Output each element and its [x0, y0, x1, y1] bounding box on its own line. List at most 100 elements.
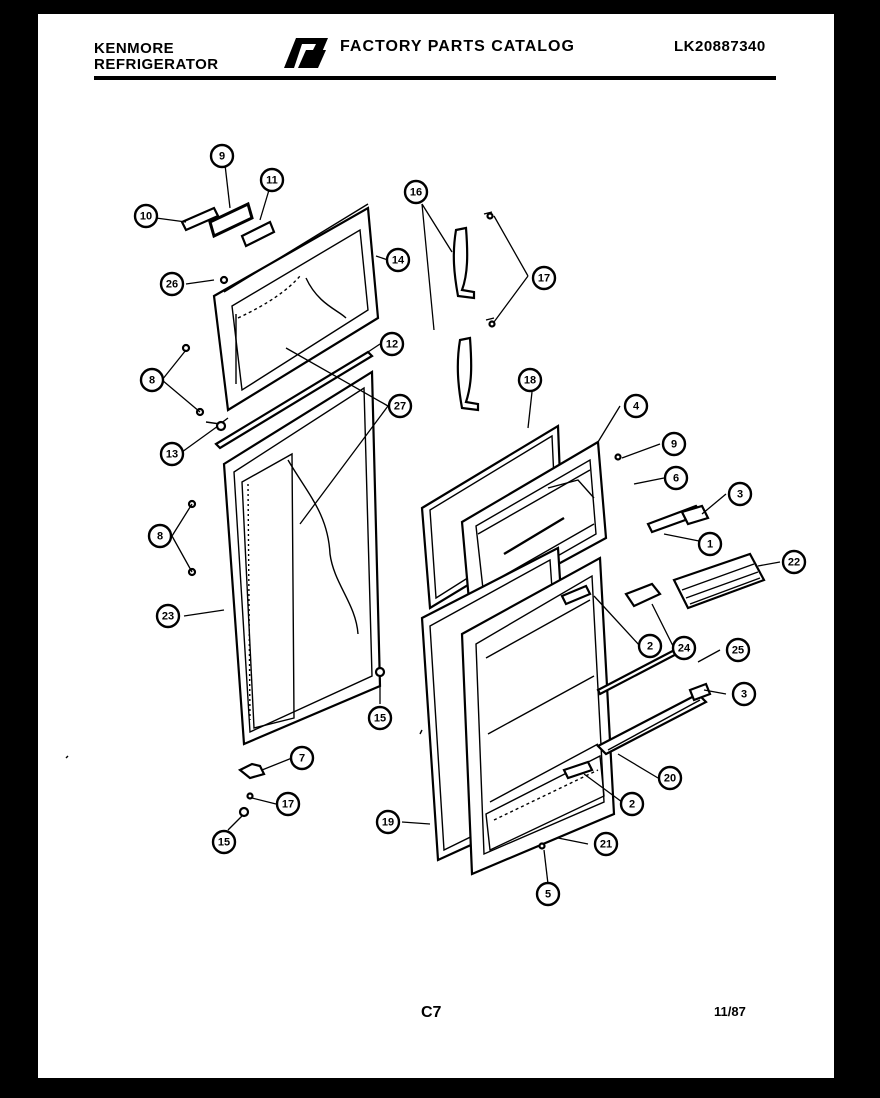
callout-number: 16	[410, 187, 422, 199]
callout-circle	[403, 179, 429, 205]
callout-number: 7	[299, 753, 305, 765]
callout-circle	[367, 705, 393, 731]
callout-circle	[275, 791, 301, 817]
callout-circle	[155, 603, 181, 629]
callout-number: 11	[266, 175, 278, 187]
part-callout-1: 1	[697, 531, 723, 557]
door-handles	[452, 211, 496, 412]
callout-circle	[139, 367, 165, 393]
part-callout-10: 10	[133, 203, 159, 229]
part-callout-23: 23	[155, 603, 181, 629]
callout-number: 8	[149, 375, 155, 387]
part-callout-27: 27	[387, 393, 413, 419]
part-callout-3: 3	[731, 681, 757, 707]
part-callout-8: 8	[139, 367, 165, 393]
callout-number: 6	[673, 473, 679, 485]
freezer-door-shelf	[646, 504, 710, 534]
part-callout-17: 17	[531, 265, 557, 291]
callout-circle	[133, 203, 159, 229]
callout-circle	[375, 809, 401, 835]
bottom-hinge-assembly	[237, 762, 266, 818]
freezer-nameplate-parts	[180, 201, 276, 248]
shelf-retainer-screw	[419, 453, 622, 850]
page-mark	[65, 755, 69, 759]
callout-number: 8	[157, 531, 163, 543]
exploded-parts-diagram: 9111014268131227823157171516171849631222…	[65, 143, 807, 907]
brand-name: KENMORE	[94, 40, 175, 57]
callout-number: 25	[732, 645, 744, 657]
part-callout-24: 24	[671, 635, 697, 661]
callout-circle	[517, 367, 543, 393]
callout-circle	[781, 549, 807, 575]
part-callout-6: 6	[663, 465, 689, 491]
part-callout-15: 15	[211, 829, 237, 855]
part-callout-4: 4	[623, 393, 649, 419]
callout-number: 12	[386, 339, 398, 351]
callout-number: 20	[664, 773, 676, 785]
part-callout-3: 3	[727, 481, 753, 507]
callout-number: 14	[392, 255, 405, 267]
callout-circle	[727, 481, 753, 507]
callout-number: 26	[166, 279, 178, 291]
callout-circle	[159, 271, 185, 297]
callout-number: 9	[671, 439, 677, 451]
callout-circle	[379, 331, 405, 357]
catalog-page: KENMORE REFRIGERATOR FACTORY PARTS CATAL…	[38, 14, 834, 1078]
model-number: LK20887340	[674, 38, 766, 55]
callout-number: 9	[219, 151, 225, 163]
callout-number: 3	[737, 489, 743, 501]
callout-circle	[593, 831, 619, 857]
freezer-door-liner	[212, 206, 380, 412]
part-callout-13: 13	[159, 441, 185, 467]
part-callout-20: 20	[657, 765, 683, 791]
callout-number: 15	[218, 837, 230, 849]
part-callout-18: 18	[517, 367, 543, 393]
callout-circle	[725, 637, 751, 663]
part-callout-25: 25	[725, 637, 751, 663]
part-callout-7: 7	[289, 745, 315, 771]
callout-number: 13	[166, 449, 178, 461]
part-callout-2: 2	[619, 791, 645, 817]
callout-number: 22	[788, 557, 800, 569]
part-callout-9: 9	[661, 431, 687, 457]
callout-number: 17	[538, 273, 550, 285]
callout-circle	[211, 829, 237, 855]
callout-circle	[259, 167, 285, 193]
freezer-door-gasket	[223, 203, 369, 293]
callout-circle	[159, 441, 185, 467]
freezer-door-right-liner	[460, 440, 608, 614]
callout-number: 10	[140, 211, 152, 223]
part-callout-16: 16	[403, 179, 429, 205]
callout-circle	[387, 393, 413, 419]
part-callout-2: 2	[637, 633, 663, 659]
part-callout-9: 9	[209, 143, 235, 169]
callout-number: 3	[741, 689, 747, 701]
callout-number: 19	[382, 817, 394, 829]
part-callout-14: 14	[385, 247, 411, 273]
callout-circle	[535, 881, 561, 907]
part-callout-5: 5	[535, 881, 561, 907]
callout-number: 2	[647, 641, 653, 653]
part-callout-12: 12	[379, 331, 405, 357]
callout-number: 23	[162, 611, 174, 623]
callout-circle	[623, 393, 649, 419]
part-callout-19: 19	[375, 809, 401, 835]
callout-circle	[637, 633, 663, 659]
page-code: C7	[421, 1004, 442, 1021]
callout-circle	[531, 265, 557, 291]
callout-number: 18	[524, 375, 536, 387]
header-divider	[94, 76, 776, 80]
part-callout-21: 21	[593, 831, 619, 857]
callout-circle	[289, 745, 315, 771]
page-header: KENMORE REFRIGERATOR FACTORY PARTS CATAL…	[38, 14, 834, 94]
catalog-title: FACTORY PARTS CATALOG	[340, 38, 575, 55]
fresh-food-door-outer	[222, 370, 382, 746]
callout-number: 15	[374, 713, 386, 725]
callout-number: 21	[600, 839, 612, 851]
callout-number: 4	[633, 401, 640, 413]
callout-circle	[657, 765, 683, 791]
callout-circle	[697, 531, 723, 557]
part-callout-11: 11	[259, 167, 285, 193]
callout-number: 17	[282, 799, 294, 811]
callout-number: 24	[678, 643, 691, 655]
